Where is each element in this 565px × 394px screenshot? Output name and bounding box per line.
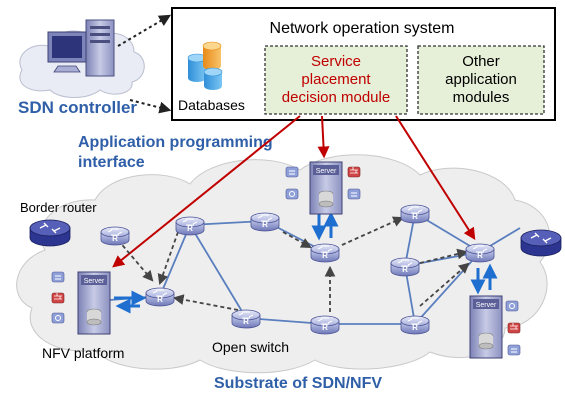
svg-text:Server: Server — [316, 168, 337, 175]
traffic-dashed-arrows — [117, 216, 470, 312]
nos-title: Network operation system — [270, 20, 455, 37]
svg-text:R: R — [243, 317, 249, 326]
open-switch-label: Open switch — [212, 339, 289, 355]
databases-label: Databases — [178, 97, 245, 113]
border-router-right-icon — [520, 229, 562, 257]
sdn-controller-label: SDN controller — [18, 98, 137, 117]
api-label-line1: Application programming — [78, 134, 273, 151]
service-module-line1: Service — [311, 53, 361, 70]
substrate-label: Substrate of SDN/NFV — [214, 375, 382, 392]
service-module-line3: decision module — [282, 89, 390, 106]
nfv-server-top: Server — [309, 161, 343, 215]
svg-text:R: R — [402, 265, 408, 274]
border-router-left-icon — [29, 219, 71, 247]
svg-text:R: R — [262, 220, 268, 229]
service-placement-module-box — [264, 45, 408, 115]
svg-text:R: R — [412, 212, 418, 221]
svg-text:R: R — [322, 323, 328, 332]
svg-text:R: R — [322, 251, 328, 260]
svg-text:R: R — [157, 295, 163, 304]
decision-arrows — [112, 115, 476, 268]
svg-text:R: R — [187, 224, 193, 233]
svg-text:R: R — [477, 251, 483, 260]
svg-text:R: R — [112, 234, 118, 243]
other-module-line2: application — [445, 71, 517, 88]
other-module-line1: Other — [462, 53, 500, 70]
vnf-icons-right — [505, 300, 521, 356]
databases-icon — [187, 41, 223, 90]
svg-text:Server: Server — [84, 278, 105, 285]
border-router-label: Border router — [20, 200, 97, 215]
service-module-line2: placement — [301, 71, 371, 88]
other-modules-box — [417, 45, 545, 115]
controller-computer-icon — [47, 19, 115, 77]
nfv-server-left: Server — [77, 271, 111, 335]
router-glyphs: R R R R R R R R R R R — [112, 212, 483, 332]
svg-text:R: R — [412, 323, 418, 332]
controller-link-top — [117, 14, 172, 47]
svg-text:Server: Server — [476, 302, 497, 309]
service-flow-arrows — [114, 211, 498, 314]
other-module-line3: modules — [453, 89, 510, 106]
nfv-platform-label: NFV platform — [42, 345, 124, 361]
controller-link-bottom — [129, 99, 172, 114]
vnf-icons-left — [51, 271, 65, 324]
api-label-line2: interface — [78, 154, 145, 171]
nfv-server-right: Server — [469, 295, 503, 359]
